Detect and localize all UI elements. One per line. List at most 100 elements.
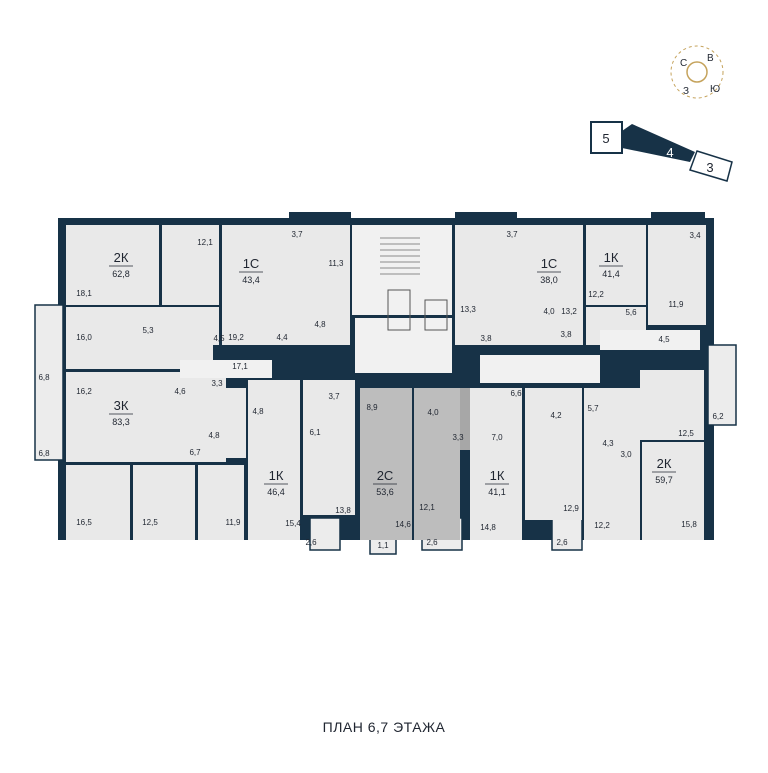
room-area-label: 6,8: [38, 449, 50, 458]
apartment-type: 2С: [377, 468, 394, 483]
room-area-label: 5,7: [587, 404, 599, 413]
room-area-label: 8,9: [366, 403, 378, 412]
room-11: [648, 225, 706, 325]
room-area-label: 18,1: [76, 289, 92, 298]
apartment-area: 41,1: [488, 487, 506, 497]
room-area-label: 4,8: [252, 407, 264, 416]
room-area-label: 1,1: [377, 541, 389, 550]
apartment-type: 2К: [114, 250, 129, 265]
room-area-label: 4,0: [427, 408, 439, 417]
room-area-label: 6,8: [38, 373, 50, 382]
room-31: [480, 355, 600, 383]
room-area-label: 3,3: [211, 379, 223, 388]
room-area-label: 12,2: [588, 290, 604, 299]
room-area-label: 13,3: [460, 305, 476, 314]
elevator-shaft-2: [424, 299, 448, 331]
room-10: [586, 225, 646, 305]
compass-west: З: [683, 86, 689, 97]
room-27: [642, 442, 704, 540]
room-28: [208, 388, 246, 458]
balcony-block-3: [651, 212, 705, 228]
apartment-area: 59,7: [655, 475, 673, 485]
room-area-label: 4,5: [213, 334, 225, 343]
apartment-area: 53,6: [376, 487, 394, 497]
room-area-label: 15,8: [681, 520, 697, 529]
apartment-area: 83,3: [112, 417, 130, 427]
apartment-label[interactable]: 3К 83,3: [109, 398, 133, 427]
room-area-label: 4,5: [658, 335, 670, 344]
apartment-type: 1К: [269, 468, 284, 483]
room-6: [248, 307, 300, 345]
room-17: [198, 465, 244, 540]
compass-ring-icon: [670, 45, 724, 99]
room-area-label: 12,5: [678, 429, 694, 438]
room-area-label: 17,1: [232, 362, 248, 371]
apartment-area: 38,0: [540, 275, 558, 285]
room-area-label: 5,3: [142, 326, 154, 335]
apartment-type: 1С: [541, 256, 558, 271]
room-area-label: 6,1: [309, 428, 321, 437]
room-area-label: 12,1: [419, 503, 435, 512]
room-area-label: 14,6: [395, 520, 411, 529]
room-area-label: 4,6: [174, 387, 186, 396]
room-area-label: 4,2: [550, 411, 562, 420]
balcony-block-1: [289, 212, 351, 228]
balcony-south-4: [551, 517, 583, 551]
balcony-south-1: [309, 517, 341, 551]
room-area-label: 3,0: [620, 450, 632, 459]
room-area-label: 16,2: [76, 387, 92, 396]
room-area-label: 6,7: [189, 448, 201, 457]
room-area-label: 19,2: [228, 333, 244, 342]
room-area-label: 3,4: [689, 231, 701, 240]
compass: С В З Ю: [670, 45, 724, 99]
compass-north: С: [680, 58, 687, 69]
room-area-label: 7,0: [491, 433, 503, 442]
room-area-label: 12,2: [594, 521, 610, 530]
room-8: [355, 318, 452, 373]
room-area-label: 2,6: [426, 538, 438, 547]
room-area-label: 12,1: [197, 238, 213, 247]
room-area-label: 11,9: [669, 300, 685, 309]
room-area-label: 3,7: [291, 230, 303, 239]
room-29: [545, 388, 581, 458]
east-loggia: [707, 344, 737, 426]
apartment-type: 3К: [114, 398, 129, 413]
room-area-label: 15,4: [285, 519, 301, 528]
apartment-area: 41,4: [602, 269, 620, 279]
elevator-shaft-1: [387, 289, 411, 331]
apartment-labels: 2К62,81С43,41С38,01К41,43К83,31К46,42С53…: [109, 250, 676, 497]
room-area-label: 3,8: [480, 334, 492, 343]
section-left-label: 5: [602, 131, 609, 146]
room-area-label: 16,0: [76, 333, 92, 342]
room-area-label: 6,2: [712, 412, 724, 421]
room-15: [66, 465, 130, 540]
compass-center-icon: [686, 61, 708, 83]
section-key: 5 4 3: [590, 121, 733, 182]
apartment-label[interactable]: 1С 38,0: [537, 256, 561, 285]
apartment-label[interactable]: 2С 53,6: [373, 468, 397, 497]
compass-south: Ю: [710, 84, 720, 95]
room-area-label: 4,8: [208, 431, 220, 440]
room-area-label: 3,7: [506, 230, 518, 239]
compass-east: В: [707, 53, 714, 64]
balcony-block-2: [455, 212, 517, 228]
room-area-label: 4,0: [543, 307, 555, 316]
room-area-label: 13,2: [561, 307, 577, 316]
room-21: [414, 388, 460, 540]
plan-title: ПЛАН 6,7 ЭТАЖА: [322, 719, 446, 735]
room-19: [303, 380, 355, 515]
room-14: [66, 372, 226, 462]
section-right-label: 3: [706, 160, 713, 175]
room-area-label: 3,7: [328, 392, 340, 401]
room-area-label: 5,6: [625, 308, 637, 317]
room-26: [640, 370, 704, 440]
